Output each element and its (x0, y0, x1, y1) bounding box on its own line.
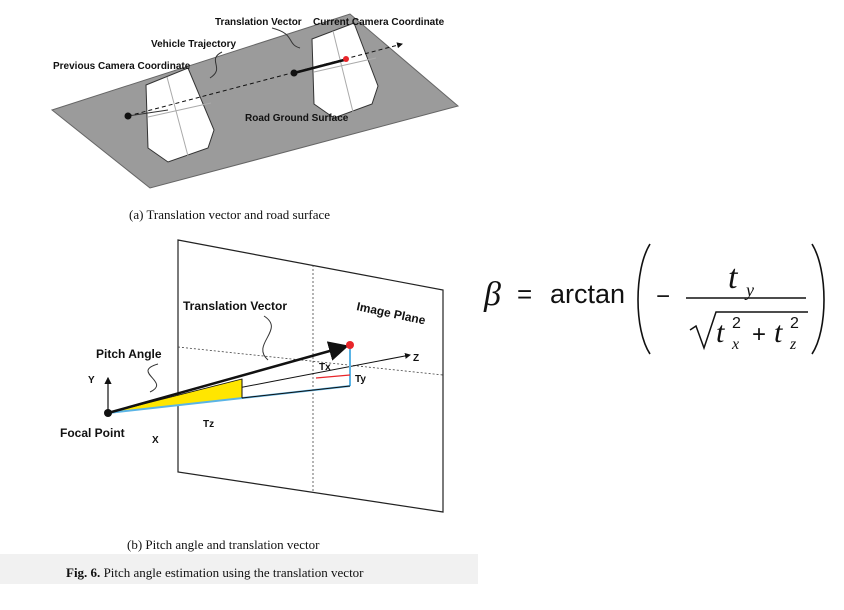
equation-right-paren (811, 243, 825, 355)
figure-caption-prefix: Fig. 6. (66, 565, 100, 580)
image-plane (177, 239, 444, 513)
top-figure: Translation Vector Current Camera Coordi… (50, 13, 460, 222)
equation-den-t2: t (774, 316, 783, 349)
tx-label: Tx (319, 362, 331, 373)
figure-caption: Fig. 6. Pitch angle estimation using the… (66, 565, 364, 580)
top-figure-caption: (a) Translation vector and road surface (129, 207, 330, 222)
translation-vector-pointer-b (262, 315, 272, 361)
equation-sqrt (689, 311, 808, 351)
x-axis-label: X (152, 435, 159, 446)
tz-label: Tz (203, 419, 214, 430)
z-axis-label: Z (413, 353, 419, 364)
translation-vector-pointer (271, 27, 301, 49)
equation-minus: − (656, 283, 670, 310)
translation-end-point (343, 56, 349, 62)
previous-camera-label: Previous Camera Coordinate (53, 61, 191, 72)
equation-den-sub1: x (731, 336, 739, 353)
current-camera-point (290, 69, 298, 77)
pitch-angle-pointer (147, 363, 159, 393)
equation-arctan: arctan (550, 279, 625, 309)
translation-vector-line (293, 58, 345, 75)
equation-den-sup1: 2 (732, 315, 741, 332)
bottom-translation-end-point (346, 341, 354, 349)
bottom-translation-vector (107, 341, 349, 415)
road-surface-label: Road Ground Surface (245, 113, 349, 124)
bottom-figure-caption: (b) Pitch angle and translation vector (127, 537, 320, 552)
vehicle-trajectory-pointer (209, 51, 223, 79)
figure-caption-text: Pitch angle estimation using the transla… (100, 565, 364, 580)
equation-equals: = (517, 279, 532, 309)
equation-numerator-sub: y (744, 280, 754, 300)
previous-camera-plane (145, 67, 215, 163)
equation-beta: β (483, 276, 501, 313)
equation-den-sub2: z (789, 336, 797, 353)
equation-den-t1: t (716, 316, 725, 349)
vehicle-trajectory-label: Vehicle Trajectory (151, 39, 236, 50)
equation-numerator-t: t (728, 259, 739, 296)
vehicle-trajectory-line (127, 42, 403, 117)
equation-den-plus: + (752, 321, 766, 348)
road-ground-surface (50, 13, 460, 189)
focal-point-dot (104, 409, 112, 417)
previous-camera-point (124, 112, 132, 120)
y-axis-label: Y (88, 375, 95, 386)
top-translation-vector-label: Translation Vector (215, 17, 302, 28)
pitch-equation: β = arctan − t y t 2 x + t 2 z (483, 243, 825, 355)
bottom-translation-vector-label: Translation Vector (183, 299, 287, 313)
bottom-figure: Translation Vector Image Plane Pitch Ang… (60, 239, 444, 552)
focal-point-label: Focal Point (60, 426, 125, 440)
ty-label: Ty (355, 374, 366, 385)
equation-left-paren (637, 243, 651, 355)
equation-den-sup2: 2 (790, 315, 799, 332)
figure-caption-band (0, 554, 478, 584)
pitch-angle-label: Pitch Angle (96, 347, 162, 361)
current-camera-label: Current Camera Coordinate (313, 17, 445, 28)
current-camera-plane (311, 22, 379, 119)
tx-line (315, 374, 351, 379)
